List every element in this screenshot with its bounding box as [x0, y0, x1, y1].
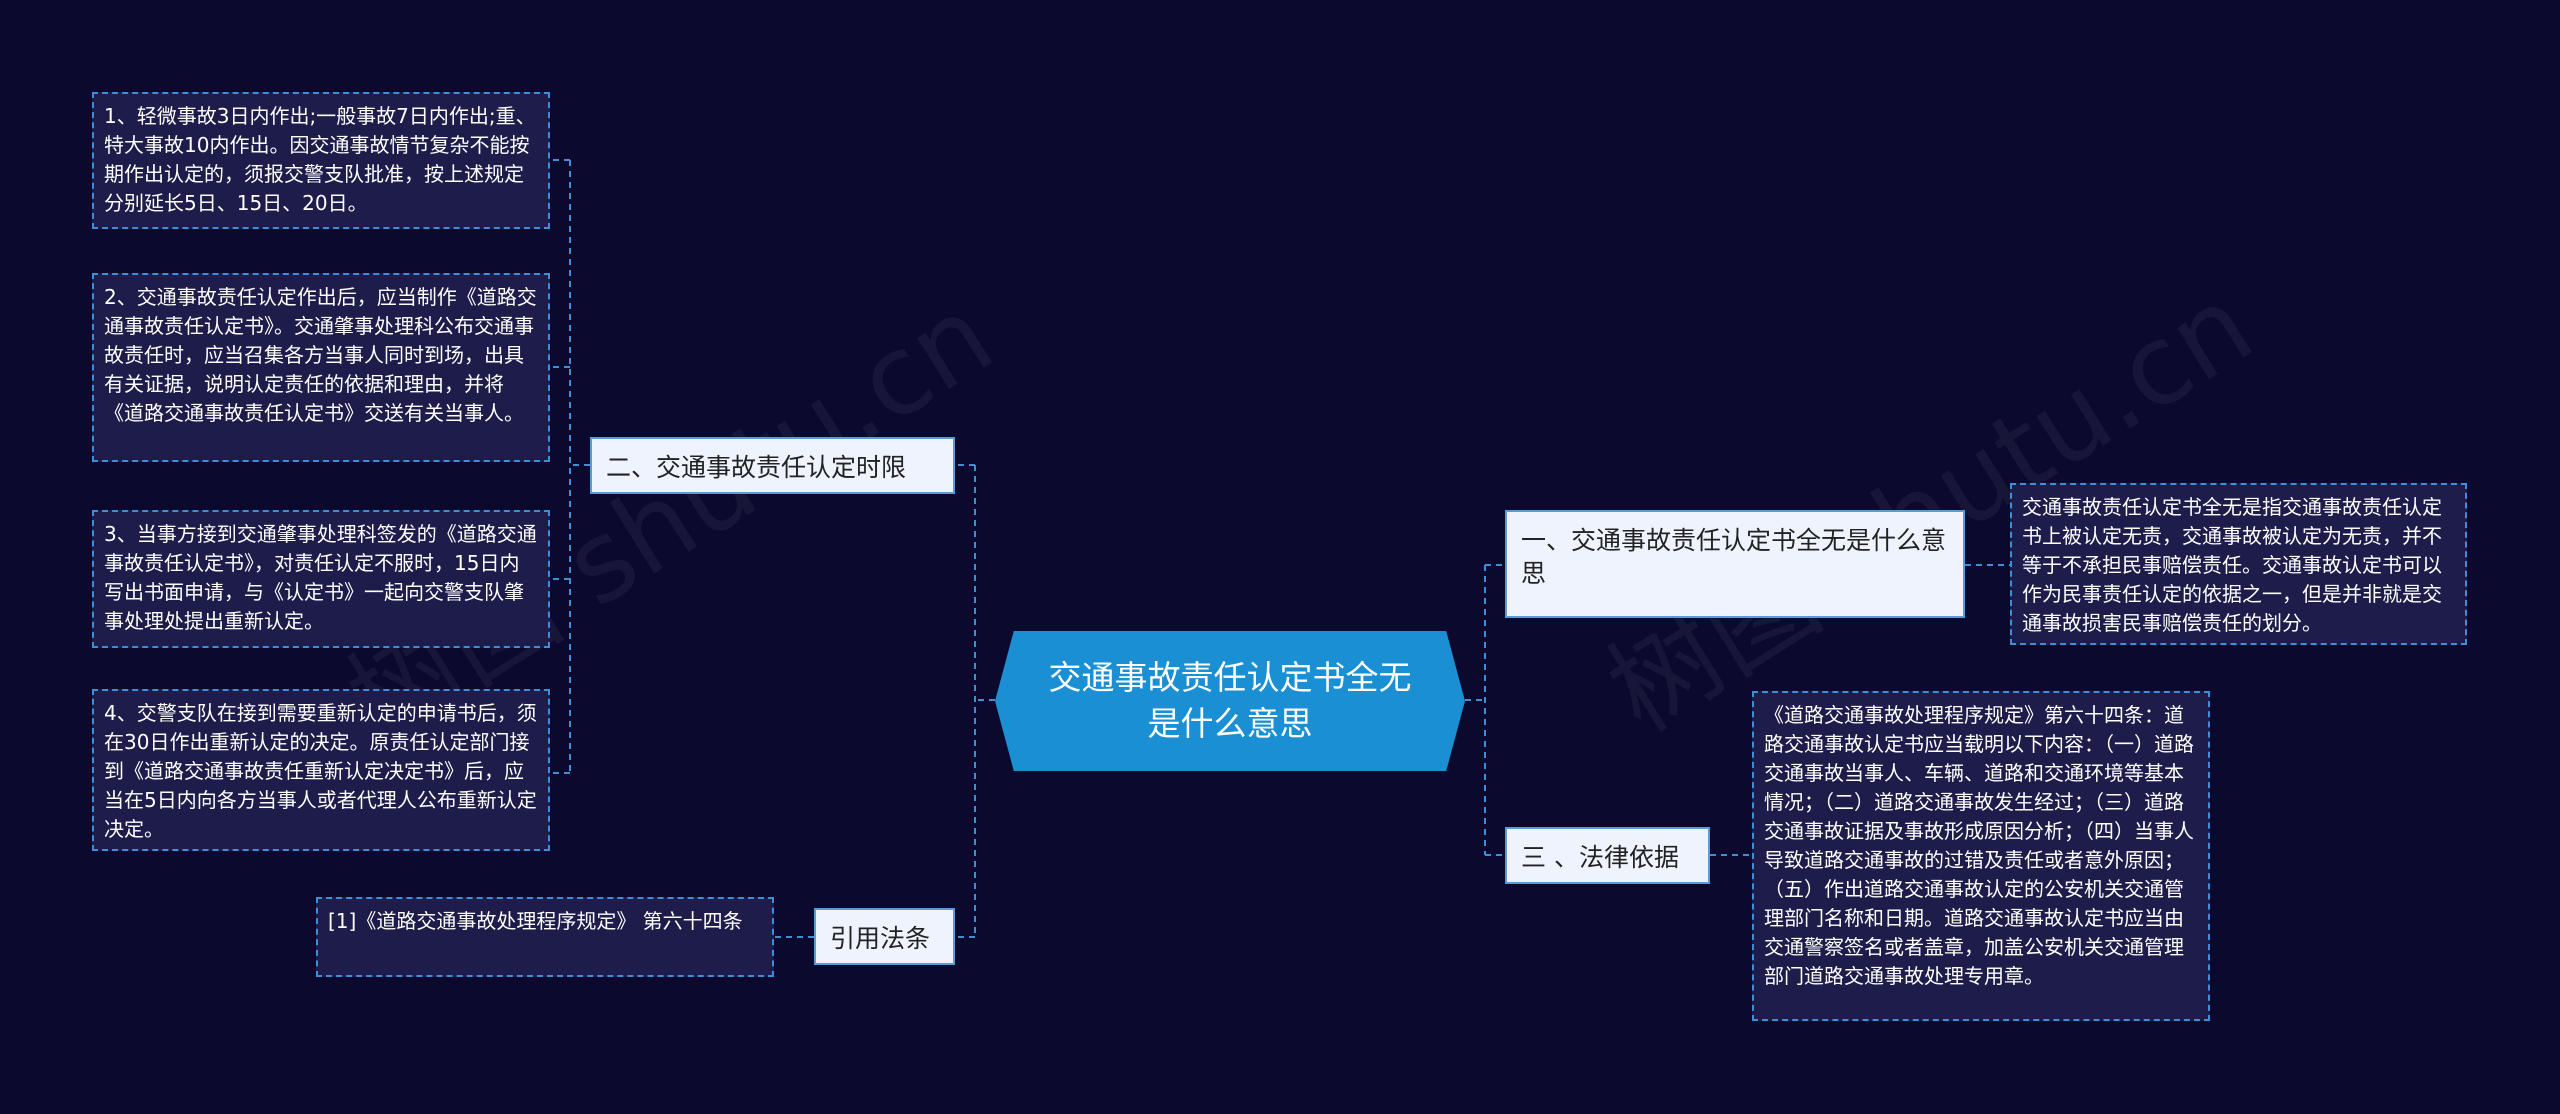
branch-legal-basis[interactable]: 三 、法律依据 — [1505, 827, 1710, 884]
root-topic[interactable]: 交通事故责任认定书全无是什么意思 — [995, 631, 1465, 771]
branch-time-limit[interactable]: 二、交通事故责任认定时限 — [590, 437, 955, 494]
branch-definition[interactable]: 一、交通事故责任认定书全无是什么意思 — [1505, 510, 1965, 618]
leaf-definition-detail[interactable]: 交通事故责任认定书全无是指交通事故责任认定书上被认定无责，交通事故被认定为无责，… — [2010, 483, 2467, 645]
leaf-time-limit-3[interactable]: 3、当事方接到交通肇事处理科签发的《道路交通事故责任认定书》，对责任认定不服时，… — [92, 510, 550, 648]
leaf-time-limit-4[interactable]: 4、交警支队在接到需要重新认定的申请书后，须在30日作出重新认定的决定。原责任认… — [92, 689, 550, 851]
leaf-legal-basis-detail[interactable]: 《道路交通事故处理程序规定》第六十四条：道路交通事故认定书应当载明以下内容：（一… — [1752, 691, 2210, 1021]
leaf-time-limit-2[interactable]: 2、交通事故责任认定作出后，应当制作《道路交通事故责任认定书》。交通肇事处理科公… — [92, 273, 550, 462]
link-b2-trunk — [569, 160, 590, 773]
leaf-cited-law-detail[interactable]: [1]《道路交通事故处理程序规定》 第六十四条 — [316, 897, 774, 977]
leaf-time-limit-1[interactable]: 1、轻微事故3日内作出;一般事故7日内作出;重、特大事故10内作出。因交通事故情… — [92, 92, 550, 229]
link-root-left-trunk — [974, 465, 995, 937]
branch-cited-law[interactable]: 引用法条 — [814, 908, 955, 965]
link-root-right-trunk — [1465, 565, 1486, 855]
